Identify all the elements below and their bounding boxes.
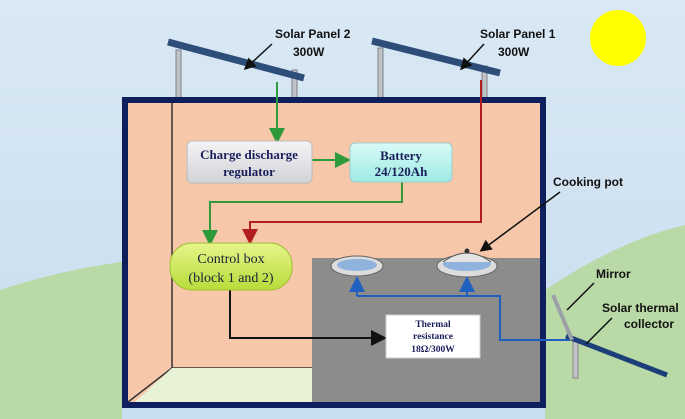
regulator-box	[186, 140, 313, 184]
solar-panel-2-power: 300W	[293, 45, 325, 59]
mirror-pointer	[566, 282, 595, 311]
burner-left	[330, 255, 384, 277]
solar-thermal-collector	[565, 333, 668, 378]
control-label: Control box	[197, 252, 264, 267]
cooking-pot-pointer	[479, 191, 561, 252]
cooking-pot-label: Cooking pot	[553, 175, 623, 189]
mirror	[551, 294, 574, 341]
thermal-spec: 18Ω/300W	[411, 345, 455, 355]
collector-pointer	[585, 317, 613, 345]
mirror-label: Mirror	[596, 267, 631, 281]
collector-label-2: collector	[624, 317, 674, 331]
battery-spec: 24/120Ah	[375, 164, 429, 179]
cooking-pot	[436, 248, 498, 278]
thermal-label: Thermal	[415, 320, 451, 330]
collector-post	[572, 339, 579, 379]
solar-panel-2	[167, 38, 305, 82]
collector-label: Solar thermal	[602, 301, 679, 315]
panel2-pointer	[243, 43, 273, 71]
floor	[135, 368, 312, 402]
house-frame	[122, 97, 546, 408]
control-box	[169, 242, 293, 291]
thermal-label-2: resistance	[413, 332, 453, 342]
regulator-label-2: regulator	[223, 164, 275, 179]
thermal-resistance-box	[385, 314, 481, 359]
battery-label: Battery	[380, 148, 422, 163]
heat-pipe-collector	[467, 295, 575, 341]
solar-panel-1-power: 300W	[498, 45, 530, 59]
wire-battery-to-control	[202, 182, 403, 246]
solar-panel-2-label: Solar Panel 2	[275, 27, 351, 41]
wire-panel1-to-control	[242, 80, 482, 245]
control-label-2: (block 1 and 2)	[188, 271, 273, 286]
wire-control-to-resistance	[229, 290, 387, 346]
regulator-label: Charge discharge	[200, 147, 298, 162]
panel1-pointer	[459, 43, 485, 71]
hill-left	[0, 262, 122, 419]
solar-panel-1-label: Solar Panel 1	[480, 27, 556, 41]
solar-panel-1	[371, 37, 501, 77]
battery-box	[349, 142, 453, 183]
sun-icon	[590, 10, 646, 66]
